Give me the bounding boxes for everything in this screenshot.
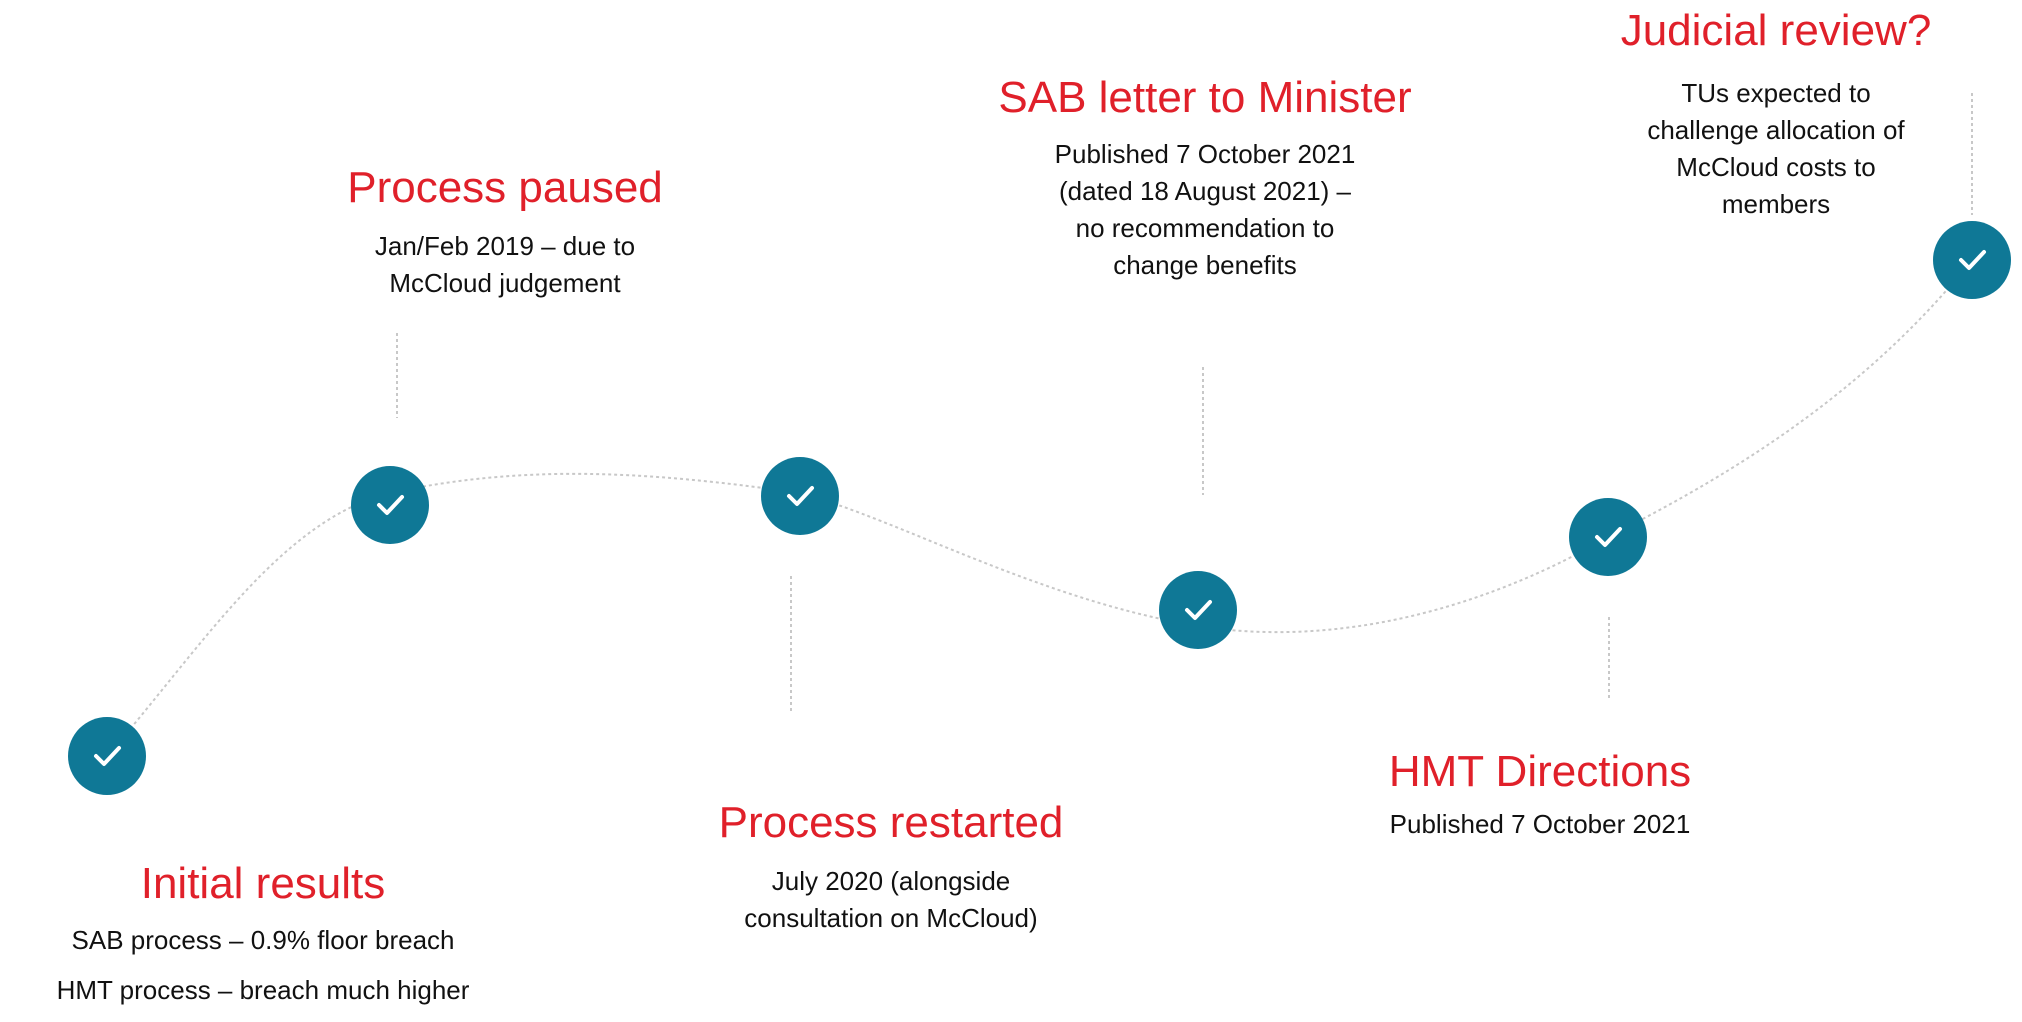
description-line: members [1721,189,1831,219]
milestone-title: Process paused [347,163,663,212]
description-line: no recommendation to [1075,213,1335,243]
milestone-description: TUs expected to challenge allocation of … [1621,75,1932,223]
milestone-title: Judicial review? [1620,6,1932,55]
description-line: (dated 18 August 2021) – [1058,176,1352,206]
milestone-hmt-directions: HMT Directions Published 7 October 2021 [1389,746,1691,843]
check-icon [1959,250,1986,270]
check-icon [787,486,814,506]
milestone-judicial-review: Judicial review? TUs expected to challen… [1621,5,1932,223]
milestone-description: SAB process – 0.9% floor breach HMT proc… [57,922,470,1009]
milestone-description: July 2020 (alongside consultation on McC… [719,863,1064,937]
description-line: TUs expected to [1681,78,1871,108]
description-line: McCloud judgement [389,268,621,298]
description-line: Published 7 October 2021 [1389,809,1691,839]
milestone-sab-letter: SAB letter to Minister Published 7 Octob… [998,72,1411,284]
description-line: Published 7 October 2021 [1054,139,1356,169]
milestone-title: HMT Directions [1388,747,1692,796]
milestone-process-paused: Process paused Jan/Feb 2019 – due to McC… [347,162,663,302]
description-line: Jan/Feb 2019 – due to [374,231,636,261]
milestone-initial-results: Initial results SAB process – 0.9% floor… [57,858,470,1022]
milestone-node-initial-results [68,717,146,795]
description-line: SAB process – 0.9% floor breach [71,925,455,955]
description-line: McCloud costs to [1676,152,1876,182]
description-line: HMT process – breach much higher [56,975,470,1005]
milestone-node-judicial-review [1933,221,2011,299]
milestone-title: Process restarted [718,798,1064,847]
milestone-title: Initial results [140,859,386,908]
milestone-title: SAB letter to Minister [998,73,1412,122]
check-icon [377,495,404,515]
milestone-node-sab-letter [1159,571,1237,649]
description-line: consultation on McCloud) [744,903,1038,933]
check-icon [1595,527,1622,547]
milestone-description: Published 7 October 2021 (dated 18 Augus… [998,136,1411,284]
timeline-path [106,259,1973,757]
milestone-node-hmt-directions [1569,498,1647,576]
milestone-process-restarted: Process restarted July 2020 (alongside c… [719,797,1064,937]
description-line: challenge allocation of [1647,115,1905,145]
milestone-node-process-restarted [761,457,839,535]
check-icon [1185,600,1212,620]
description-line: July 2020 (alongside [771,866,1011,896]
check-icon [94,746,121,766]
description-line: change benefits [1113,250,1297,280]
milestone-description: Jan/Feb 2019 – due to McCloud judgement [347,228,663,302]
milestone-description: Published 7 October 2021 [1389,806,1691,843]
milestone-node-process-paused [351,466,429,544]
